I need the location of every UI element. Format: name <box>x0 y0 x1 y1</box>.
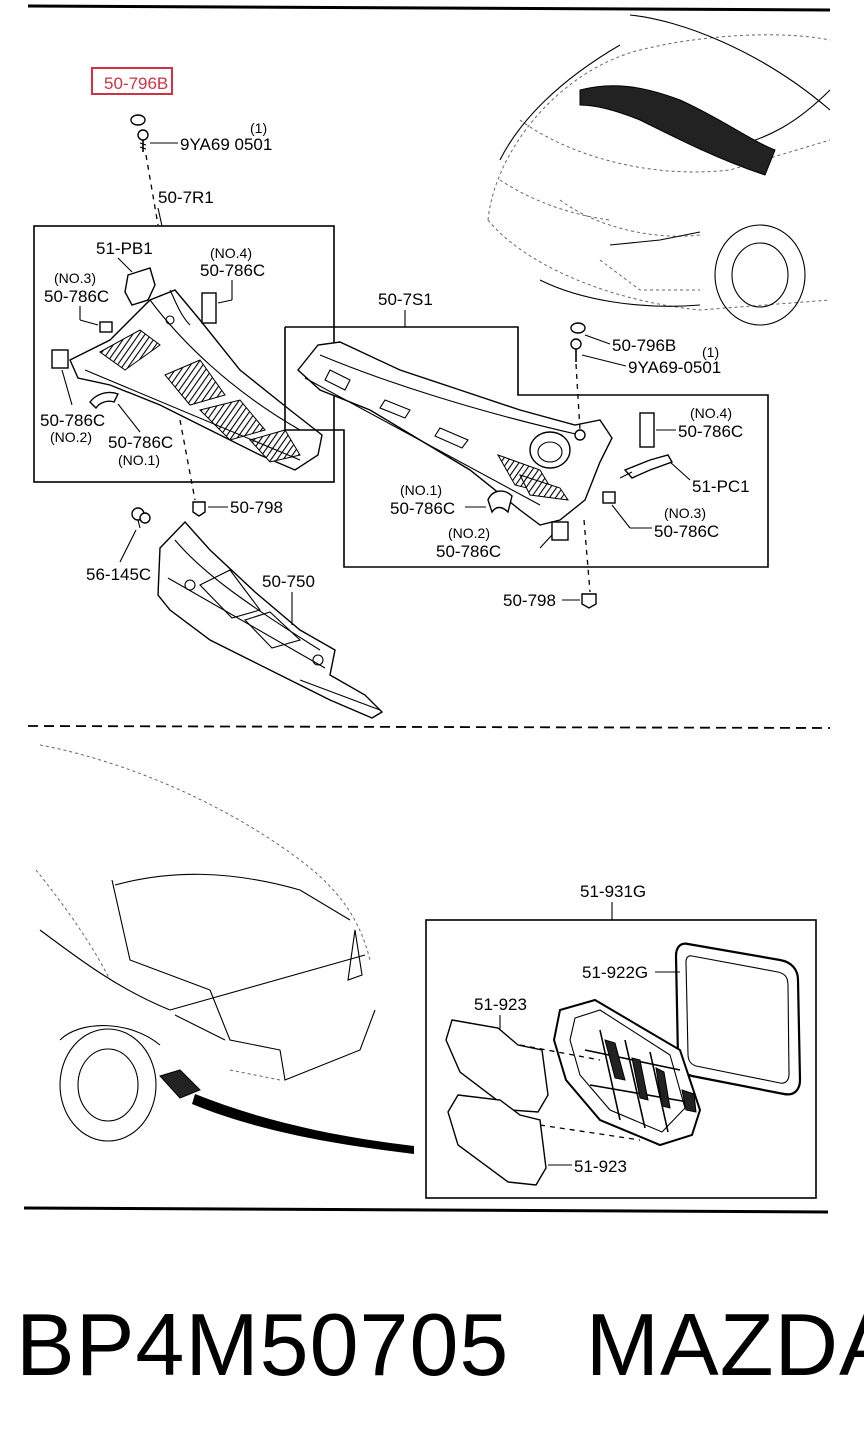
label-50-750: 50-750 <box>262 572 315 591</box>
clip-50-798-right <box>581 593 597 609</box>
label-no4-right: (NO.4) <box>690 405 732 421</box>
label-51-PB1: 51-PB1 <box>96 239 153 258</box>
label-no1-right: (NO.1) <box>400 482 442 498</box>
assembly-box-51-931G <box>425 919 817 1199</box>
label-51-922G: 51-922G <box>582 963 648 982</box>
gasket-51-922G <box>674 942 802 1096</box>
pad-50-786C-no2-block <box>51 349 69 369</box>
label-50-7R1: 50-7R1 <box>158 188 214 207</box>
label-50-786C-no2-right: 50-786C <box>436 542 501 561</box>
label-50-786C-no2-left: 50-786C <box>40 411 105 430</box>
label-bolt-qty-right: (1) <box>702 344 719 360</box>
seal-50-786C-no1-right <box>487 490 513 514</box>
clip-56-145C <box>131 507 151 529</box>
pad-50-786C-no3-right <box>602 491 616 504</box>
label-no2-right: (NO.2) <box>448 525 490 541</box>
pad-50-786C-no4-left <box>201 292 217 324</box>
label-50-786C-no3-right: 50-786C <box>654 522 719 541</box>
bolt-9YA69-top <box>137 129 149 152</box>
bracket-51-PB1 <box>124 267 156 306</box>
label-50-7S1: 50-7S1 <box>378 290 433 309</box>
label-50-786C-no1-right: 50-786C <box>390 499 455 518</box>
caption-gap <box>509 1295 585 1394</box>
label-50-798-left: 50-798 <box>230 498 283 517</box>
label-no2-left: (NO.2) <box>50 429 92 445</box>
label-no4-left: (NO.4) <box>210 245 252 261</box>
part-number: BP4M50705 <box>16 1295 510 1394</box>
bolt-9YA69-right <box>570 338 582 362</box>
highlight-box <box>91 67 173 95</box>
seal-50-786C-no1-left <box>89 391 119 410</box>
vent-grille-51-931G <box>552 998 702 1147</box>
label-bolt-top: 9YA69 0501 <box>180 135 272 154</box>
assembly-box-50-7S1 <box>284 326 769 568</box>
bracket-51-PC1 <box>623 454 674 479</box>
label-51-923-top: 51-923 <box>474 995 527 1014</box>
section-divider <box>27 725 831 729</box>
label-50-786C-no4-left: 50-786C <box>200 261 265 280</box>
label-56-145C: 56-145C <box>86 565 151 584</box>
panel-50-750 <box>157 520 384 719</box>
label-51-931G: 51-931G <box>580 882 646 901</box>
pad-50-786C-no3-left <box>99 321 113 333</box>
pad-50-786C-no4-right <box>639 412 655 448</box>
label-50-796B-right: 50-796B <box>612 336 676 355</box>
label-no3-left: (NO.3) <box>54 270 96 286</box>
part-caption: BP4M50705 MAZDA <box>16 1290 864 1400</box>
cover-51-923-bottom <box>447 1094 547 1186</box>
label-50-786C-no3-left: 50-786C <box>44 287 109 306</box>
label-50-796B-top: 50-796B <box>104 74 168 93</box>
brand-name: MAZDA <box>585 1295 864 1394</box>
cover-51-923-top <box>445 1019 549 1113</box>
clip-50-798-left <box>192 501 206 517</box>
grommet-50-796B-top <box>130 114 146 126</box>
label-51-PC1: 51-PC1 <box>692 477 750 496</box>
cowl-grille-right <box>297 341 613 526</box>
top-border <box>27 4 831 12</box>
pad-50-786C-no2-right <box>551 521 569 541</box>
front-car-illustration <box>487 14 831 326</box>
cowl-grille-left <box>69 289 323 471</box>
label-bolt-right: 9YA69-0501 <box>628 358 721 377</box>
grommet-50-796B-right <box>570 322 586 334</box>
label-bolt-qty-top: (1) <box>250 120 267 136</box>
label-no1-left: (NO.1) <box>118 452 160 468</box>
label-50-798-right: 50-798 <box>503 591 556 610</box>
label-no3-right: (NO.3) <box>664 505 706 521</box>
bottom-border <box>23 1206 829 1214</box>
label-50-786C-no4-right: 50-786C <box>678 422 743 441</box>
label-51-923-bottom: 51-923 <box>574 1157 627 1176</box>
label-50-786C-no1-left: 50-786C <box>108 433 173 452</box>
rear-car-illustration <box>35 744 414 1154</box>
